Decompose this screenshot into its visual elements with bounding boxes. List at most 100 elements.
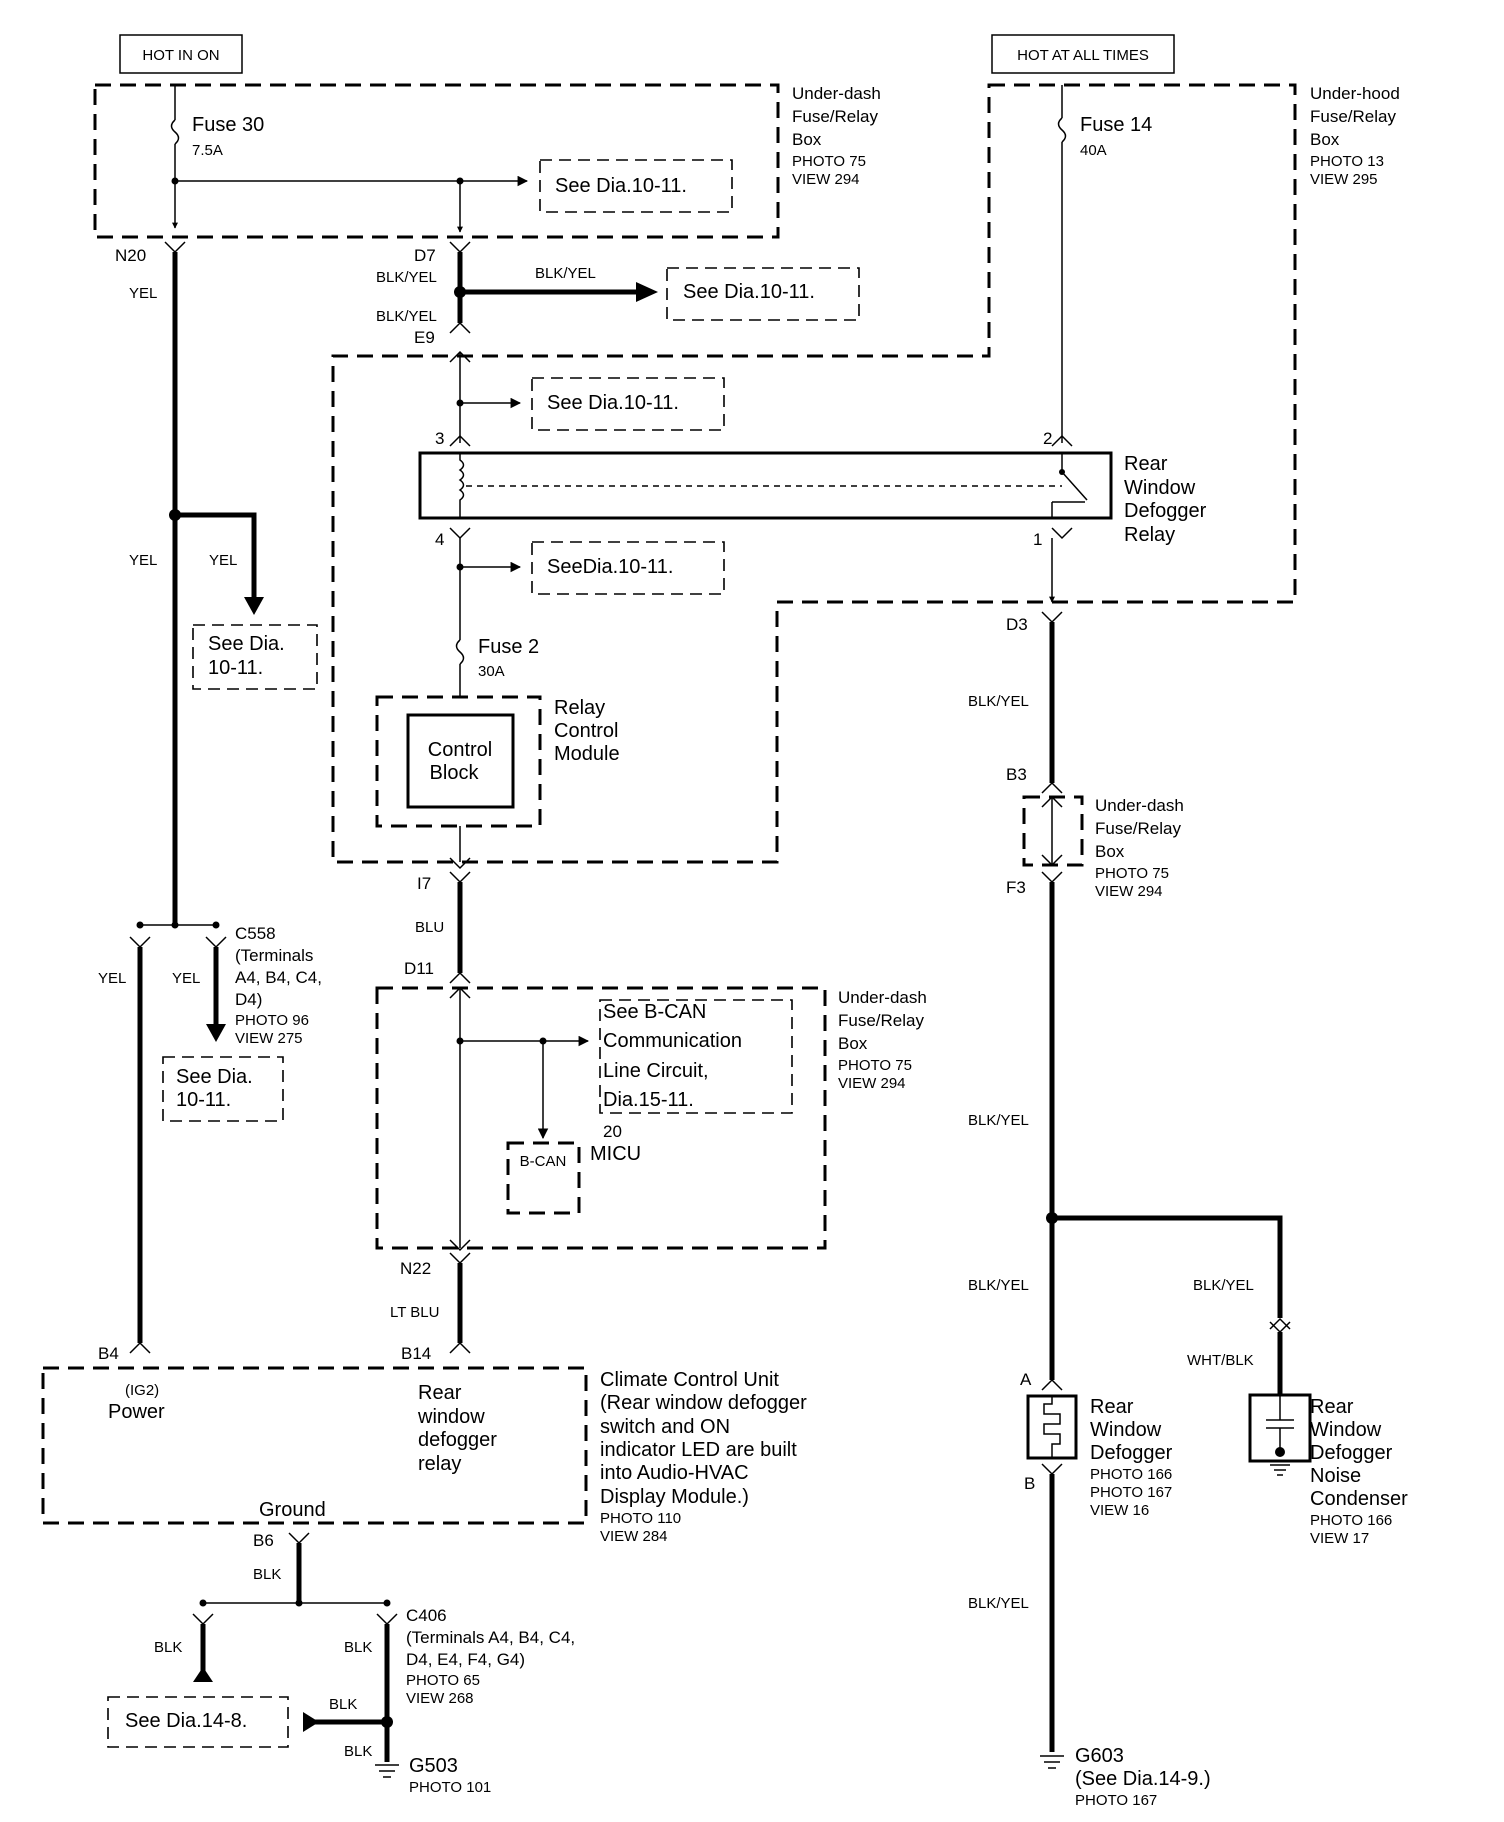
- svg-text:Fuse/Relay: Fuse/Relay: [1095, 819, 1181, 838]
- svg-text:HOT IN ON: HOT IN ON: [142, 47, 219, 64]
- svg-text:PHOTO 75: PHOTO 75: [1095, 865, 1169, 882]
- wire-whtblk: WHT/BLK: [1187, 1352, 1254, 1369]
- wire-yel-4: YEL: [98, 970, 126, 987]
- wire-blk-1: BLK: [253, 1566, 281, 1583]
- underdash-box-mid-label: Under-dash Fuse/Relay Box PHOTO 75 VIEW …: [838, 988, 927, 1092]
- g603-ground-symbol: [1040, 1755, 1064, 1769]
- pin-3: 3: [435, 429, 444, 448]
- svg-text:Fuse/Relay: Fuse/Relay: [838, 1011, 924, 1030]
- svg-text:Fuse/Relay: Fuse/Relay: [1310, 107, 1396, 126]
- svg-text:PHOTO 110: PHOTO 110: [600, 1510, 681, 1527]
- wire-yel-5: YEL: [172, 970, 200, 987]
- fuse-14-rating: 40A: [1080, 142, 1107, 159]
- svg-text:MICU: MICU: [590, 1143, 641, 1165]
- svg-text:See Dia.: See Dia.: [208, 633, 285, 655]
- svg-text:Climate Control Unit: Climate Control Unit: [600, 1369, 779, 1391]
- svg-text:PHOTO 166: PHOTO 166: [1090, 1466, 1172, 1483]
- svg-text:VIEW 294: VIEW 294: [1095, 883, 1163, 900]
- svg-text:window: window: [417, 1406, 485, 1428]
- hot-in-on-label: HOT IN ON: [119, 34, 243, 74]
- bcan-ref-box: See B-CAN Communication Line Circuit, Di…: [599, 999, 793, 1114]
- climate-relay-label: Rear window defogger relay: [417, 1382, 497, 1475]
- svg-text:Fuse/Relay: Fuse/Relay: [792, 107, 878, 126]
- fuse-2-name: Fuse 2: [478, 636, 539, 658]
- svg-text:D4, E4, F4, G4): D4, E4, F4, G4): [406, 1650, 525, 1669]
- climate-power: Power: [108, 1401, 165, 1423]
- svg-text:PHOTO 167: PHOTO 167: [1090, 1484, 1172, 1501]
- fuse-30-rating: 7.5A: [192, 142, 223, 159]
- svg-text:See B-CAN: See B-CAN: [603, 1001, 706, 1023]
- defogger-relay-label: Rear Window Defogger Relay: [1124, 453, 1207, 546]
- ref-box-6: See Dia. 10-11.: [162, 1056, 284, 1122]
- underhood-box-label: Under-hood Fuse/Relay Box PHOTO 13 VIEW …: [1310, 84, 1400, 188]
- svg-text:C558: C558: [235, 924, 276, 943]
- conn-b3: B3: [1006, 765, 1027, 784]
- g603-ref: (See Dia.14-9.): [1075, 1768, 1211, 1790]
- svg-text:SeeDia.10-11.: SeeDia.10-11.: [547, 556, 673, 578]
- conn-d11: D11: [404, 959, 434, 978]
- svg-text:Dia.15-11.: Dia.15-11.: [603, 1089, 694, 1111]
- condenser-ground-symbol: [1270, 1464, 1290, 1476]
- g503-photo: PHOTO 101: [409, 1779, 491, 1796]
- svg-text:(Terminals: (Terminals: [235, 946, 313, 965]
- svg-text:relay: relay: [418, 1453, 461, 1475]
- wire-yel-3: YEL: [209, 552, 237, 569]
- svg-text:Box: Box: [1310, 130, 1340, 149]
- svg-text:Relay: Relay: [554, 697, 605, 719]
- svg-text:(Terminals A4, B4, C4,: (Terminals A4, B4, C4,: [406, 1628, 575, 1647]
- ref-box-4: SeeDia.10-11.: [531, 541, 725, 595]
- conn-a: A: [1020, 1370, 1032, 1389]
- condenser-label: Rear Window Defogger Noise Condenser PHO…: [1310, 1396, 1408, 1547]
- svg-text:indicator LED are built: indicator LED are built: [600, 1439, 797, 1461]
- fuse-30-symbol: [170, 119, 180, 145]
- conn-n22: N22: [400, 1259, 431, 1278]
- conn-d3: D3: [1006, 615, 1028, 634]
- svg-text:Under-dash: Under-dash: [838, 988, 927, 1007]
- svg-text:(Rear window defogger: (Rear window defogger: [600, 1392, 807, 1414]
- svg-text:Rear: Rear: [1090, 1396, 1134, 1418]
- svg-text:Under-hood: Under-hood: [1310, 84, 1400, 103]
- underhood-box: [331, 83, 1297, 864]
- pin-4: 4: [435, 530, 444, 549]
- svg-text:VIEW 16: VIEW 16: [1090, 1502, 1149, 1519]
- svg-text:Module: Module: [554, 743, 620, 765]
- svg-text:Defogger: Defogger: [1090, 1442, 1173, 1464]
- svg-text:See Dia.10-11.: See Dia.10-11.: [683, 281, 815, 303]
- svg-text:Display Module.): Display Module.): [600, 1486, 749, 1508]
- wire-blkyel-6: BLK/YEL: [968, 1277, 1029, 1294]
- svg-text:Noise: Noise: [1310, 1465, 1361, 1487]
- svg-text:Relay: Relay: [1124, 524, 1175, 546]
- micu: B-CAN MICU: [506, 1141, 641, 1215]
- wire-blk-3: BLK: [344, 1639, 372, 1656]
- svg-text:VIEW 17: VIEW 17: [1310, 1530, 1369, 1547]
- wire-blkyel-4: BLK/YEL: [968, 693, 1029, 710]
- ref-box-5: See Dia. 10-11.: [192, 624, 318, 690]
- wire-yel-2: YEL: [129, 552, 157, 569]
- defogger-label: Rear Window Defogger PHOTO 166 PHOTO 167…: [1090, 1396, 1173, 1519]
- pin-1: 1: [1033, 530, 1042, 549]
- wire-blk-2: BLK: [154, 1639, 182, 1656]
- svg-text:C406: C406: [406, 1606, 447, 1625]
- wire-blkyel-3: BLK/YEL: [376, 308, 437, 325]
- g603-photo: PHOTO 167: [1075, 1792, 1157, 1809]
- svg-text:Line Circuit,: Line Circuit,: [603, 1060, 709, 1082]
- conn-b6: B6: [253, 1531, 274, 1550]
- ref-box-7: See Dia.14-8.: [107, 1696, 289, 1748]
- svg-text:Defogger: Defogger: [1124, 500, 1207, 522]
- svg-text:defogger: defogger: [418, 1429, 497, 1451]
- svg-text:PHOTO 166: PHOTO 166: [1310, 1512, 1392, 1529]
- svg-text:PHOTO 75: PHOTO 75: [838, 1057, 912, 1074]
- svg-text:See Dia.: See Dia.: [176, 1066, 253, 1088]
- relay-coil: [458, 453, 465, 518]
- svg-text:PHOTO 13: PHOTO 13: [1310, 153, 1384, 170]
- svg-text:Rear: Rear: [1310, 1396, 1354, 1418]
- wire-blkyel-1: BLK/YEL: [376, 269, 437, 286]
- underdash-box-right-label: Under-dash Fuse/Relay Box PHOTO 75 VIEW …: [1095, 796, 1184, 900]
- svg-text:Under-dash: Under-dash: [1095, 796, 1184, 815]
- c406-label: C406 (Terminals A4, B4, C4, D4, E4, F4, …: [406, 1606, 575, 1707]
- conn-b14: B14: [401, 1344, 431, 1363]
- svg-text:switch and ON: switch and ON: [600, 1416, 730, 1438]
- svg-text:HOT AT ALL TIMES: HOT AT ALL TIMES: [1017, 47, 1149, 64]
- control-block-label-2: Block: [430, 762, 480, 784]
